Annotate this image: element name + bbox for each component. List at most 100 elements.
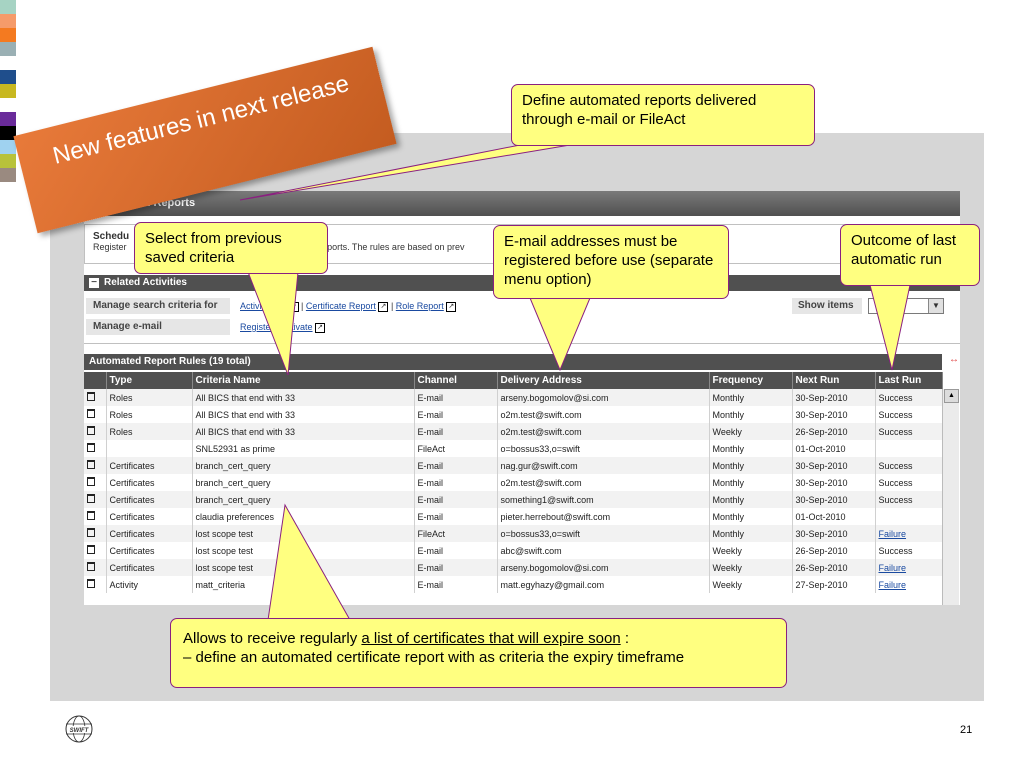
external-link-icon[interactable]: ↗ [288, 301, 299, 312]
col-header-next-run[interactable]: Next Run [792, 372, 876, 389]
scroll-up-icon[interactable]: ▲ [944, 389, 959, 403]
address-cell: abc@swift.com [497, 542, 710, 559]
callout-allows-line1: Allows to receive regularly a list of ce… [183, 629, 774, 648]
expand-icon[interactable]: ↔ [949, 354, 959, 365]
last-run-cell-text[interactable]: Failure [878, 562, 907, 573]
schedule-title: Schedu [93, 231, 130, 242]
last-run-cell [875, 440, 943, 457]
trash-icon[interactable] [87, 426, 95, 435]
frequency-cell: Weekly [709, 423, 793, 440]
delete-cell [84, 559, 107, 576]
chevron-down-icon[interactable]: ▼ [928, 299, 943, 313]
last-run-cell: Success [875, 389, 943, 406]
trash-icon[interactable] [87, 443, 95, 452]
type-cell-text: Certificates [109, 460, 155, 471]
channel-cell-text: E-mail [417, 545, 444, 556]
address-cell-text: o=bossus33,o=swift [500, 528, 581, 539]
frequency-cell-text: Weekly [712, 579, 742, 590]
criteria-cell-text: All BICS that end with 33 [195, 392, 296, 403]
frequency-cell-text: Monthly [712, 409, 745, 420]
table-scrollbar[interactable]: ▲ [942, 389, 959, 605]
show-items-select[interactable]: ▼ [868, 298, 944, 314]
external-link-icon[interactable]: ↗ [446, 301, 457, 312]
address-cell-text: matt.egyhazy@gmail.com [500, 579, 605, 590]
frequency-cell: Weekly [709, 576, 793, 593]
criteria-cell-text: lost scope test [195, 528, 254, 539]
table-row[interactable]: Roles All BICS that end with 33 E-mail arse… [84, 389, 943, 406]
next-run-cell: 01-Oct-2010 [792, 508, 876, 525]
channel-cell-text: E-mail [417, 392, 444, 403]
col-header-frequency[interactable]: Frequency [709, 372, 793, 389]
type-cell-text: Roles [109, 392, 133, 403]
col-header-last-run[interactable]: Last Run [875, 372, 943, 389]
next-run-cell-text: 30-Sep-2010 [795, 528, 848, 539]
type-cell-text: Certificates [109, 528, 155, 539]
next-run-cell: 30-Sep-2010 [792, 457, 876, 474]
table-header-row: Type Criteria Name Channel Delivery Addr… [84, 372, 943, 389]
trash-icon[interactable] [87, 528, 95, 537]
delete-cell [84, 474, 107, 491]
criteria-cell-text: matt_criteria [195, 579, 246, 590]
delete-cell [84, 406, 107, 423]
rules-table: Type Criteria Name Channel Delivery Addr… [84, 372, 943, 593]
trash-icon[interactable] [87, 460, 95, 469]
role-report-link[interactable]: Role Report [395, 301, 444, 311]
address-cell-text: nag.gur@swift.com [500, 460, 578, 471]
trash-icon[interactable] [87, 409, 95, 418]
col-header-type[interactable]: Type [106, 372, 193, 389]
frequency-cell: Monthly [709, 440, 793, 457]
color-stripe [0, 56, 16, 70]
type-cell: Certificates [106, 542, 193, 559]
frequency-cell: Monthly [709, 508, 793, 525]
trash-icon[interactable] [87, 579, 95, 588]
collapse-icon[interactable]: − [89, 278, 99, 288]
last-run-cell: Success [875, 491, 943, 508]
col-header-address[interactable]: Delivery Address [497, 372, 710, 389]
activity-log-link[interactable]: Activity Log [240, 301, 287, 311]
color-stripe [0, 42, 16, 56]
trash-icon[interactable] [87, 477, 95, 486]
address-cell: something1@swift.com [497, 491, 710, 508]
channel-cell-text: E-mail [417, 426, 444, 437]
trash-icon[interactable] [87, 562, 95, 571]
last-run-cell-text[interactable]: Failure [878, 579, 907, 590]
address-cell: arseny.bogomolov@si.com [497, 389, 710, 406]
last-run-cell: Failure [875, 576, 943, 593]
callout-outcome-text: Outcome of last automatic run [851, 232, 957, 268]
show-items-label: Show items [792, 298, 862, 314]
external-link-icon[interactable]: ↗ [315, 322, 326, 333]
register-activate-link[interactable]: Register / Activate [240, 322, 313, 332]
trash-icon[interactable] [87, 511, 95, 520]
type-cell-text: Certificates [109, 545, 155, 556]
criteria-cell-text: claudia preferences [195, 511, 275, 522]
col-header-channel[interactable]: Channel [414, 372, 498, 389]
trash-icon[interactable] [87, 494, 95, 503]
swift-logo: SWIFT [65, 715, 93, 743]
address-cell-text: o2m.test@swift.com [500, 477, 582, 488]
last-run-cell-text[interactable]: Failure [878, 528, 907, 539]
address-cell: matt.egyhazy@gmail.com [497, 576, 710, 593]
last-run-cell-text: Success [878, 545, 913, 556]
trash-icon[interactable] [87, 545, 95, 554]
channel-cell: E-mail [414, 491, 498, 508]
next-run-cell: 30-Sep-2010 [792, 491, 876, 508]
color-stripe [0, 126, 16, 140]
callout-email-text: E-mail addresses must be registered befo… [504, 233, 714, 288]
external-link-icon[interactable]: ↗ [378, 301, 389, 312]
channel-cell-text: E-mail [417, 562, 444, 573]
trash-icon[interactable] [87, 392, 95, 401]
address-cell: o2m.test@swift.com [497, 406, 710, 423]
col-header-criteria[interactable]: Criteria Name [192, 372, 415, 389]
certificate-report-link[interactable]: Certificate Report [305, 301, 376, 311]
